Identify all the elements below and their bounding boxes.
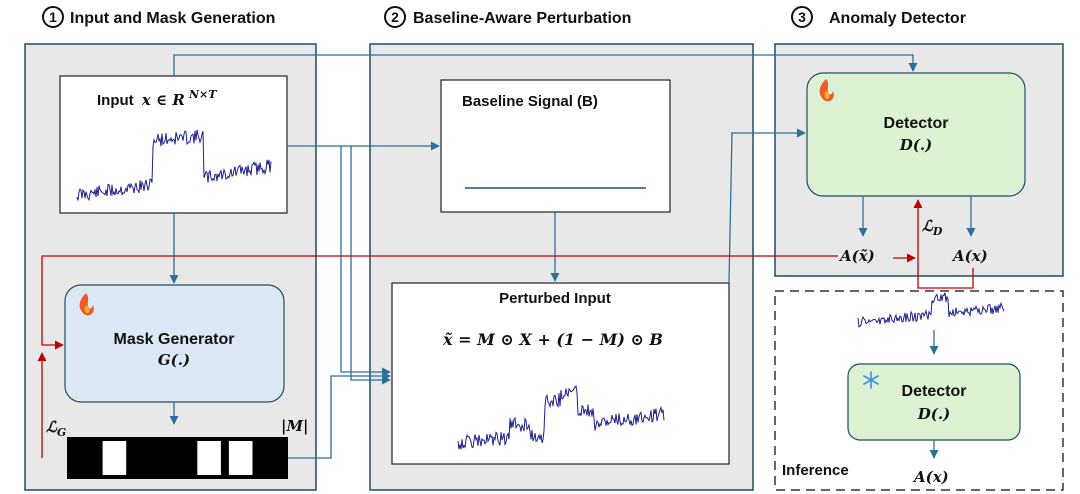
perturbed-title: Perturbed Input — [499, 290, 611, 307]
input-label: Input x ∈ R N×T — [97, 88, 217, 109]
loss-d-label: ℒD — [922, 217, 943, 238]
perturbed-box — [391, 282, 730, 465]
perturbed-signal — [457, 384, 665, 450]
mask-generator-fn: G(.) — [158, 351, 190, 369]
mask-cell — [260, 441, 284, 475]
section-2-title: Baseline-Aware Perturbation — [413, 10, 631, 27]
step-2-badge — [384, 6, 406, 28]
mask-cell — [71, 441, 95, 475]
inference-detector-fn: D(.) — [917, 405, 950, 423]
inference-output: A(x) — [912, 468, 949, 486]
fire-icon — [819, 79, 834, 102]
score-perturbed: A(x̃) — [838, 247, 875, 265]
snowflake-icon — [863, 371, 879, 389]
step-3-badge — [791, 6, 813, 28]
inference-label: Inference — [782, 462, 849, 479]
baseline-title: Baseline Signal (B) — [462, 93, 598, 110]
step-1-number: 1 — [49, 9, 57, 25]
score-original: A(x) — [951, 247, 988, 265]
detector-title: Detector — [884, 115, 949, 132]
fire-icon — [79, 293, 94, 316]
mask-generator-title: Mask Generator — [114, 331, 235, 348]
input-signal — [76, 129, 272, 202]
section-3-title: Anomaly Detector — [829, 10, 966, 27]
mask-cell — [134, 441, 158, 475]
baseline-box — [440, 79, 671, 213]
step-2-number: 2 — [391, 9, 399, 25]
step-1-badge — [42, 6, 64, 28]
mask-cell — [165, 441, 190, 475]
arrow-input-to-perturbed-a — [340, 146, 391, 377]
arrow-mask-to-perturbed — [288, 371, 391, 459]
arrow-input-to-detector — [173, 54, 918, 76]
loss-g-label: ℒG — [46, 418, 66, 439]
mask-strip — [67, 437, 288, 479]
step-3-number: 3 — [798, 9, 806, 25]
mask-cell — [102, 441, 127, 475]
section-1-header: 1 Input and Mask Generation — [42, 6, 275, 28]
loss-arrow-to-generator — [41, 255, 838, 350]
detector-fn: D(.) — [899, 136, 932, 154]
loss-d-arrow — [913, 199, 974, 289]
loss-arrows — [37, 199, 974, 458]
section-1-title: Input and Mask Generation — [70, 10, 275, 27]
mask-cell — [197, 441, 221, 475]
mask-label: |M| — [281, 417, 309, 435]
inference-detector-box — [847, 363, 1021, 441]
arrow-perturbed-to-detector — [728, 128, 806, 284]
section-3-header: 3 Anomaly Detector — [791, 6, 966, 28]
arrow-input-to-perturbed-b — [350, 146, 391, 385]
flow-arrows — [169, 54, 976, 459]
inference-signal — [857, 292, 1005, 328]
section-2-header: 2 Baseline-Aware Perturbation — [384, 6, 631, 28]
inference-detector-title: Detector — [902, 383, 967, 400]
mask-cell — [228, 441, 253, 475]
detector-box — [806, 72, 1026, 197]
perturbation-formula: x̃ = M ⊙ X + (1 − M) ⊙ B — [442, 330, 663, 349]
